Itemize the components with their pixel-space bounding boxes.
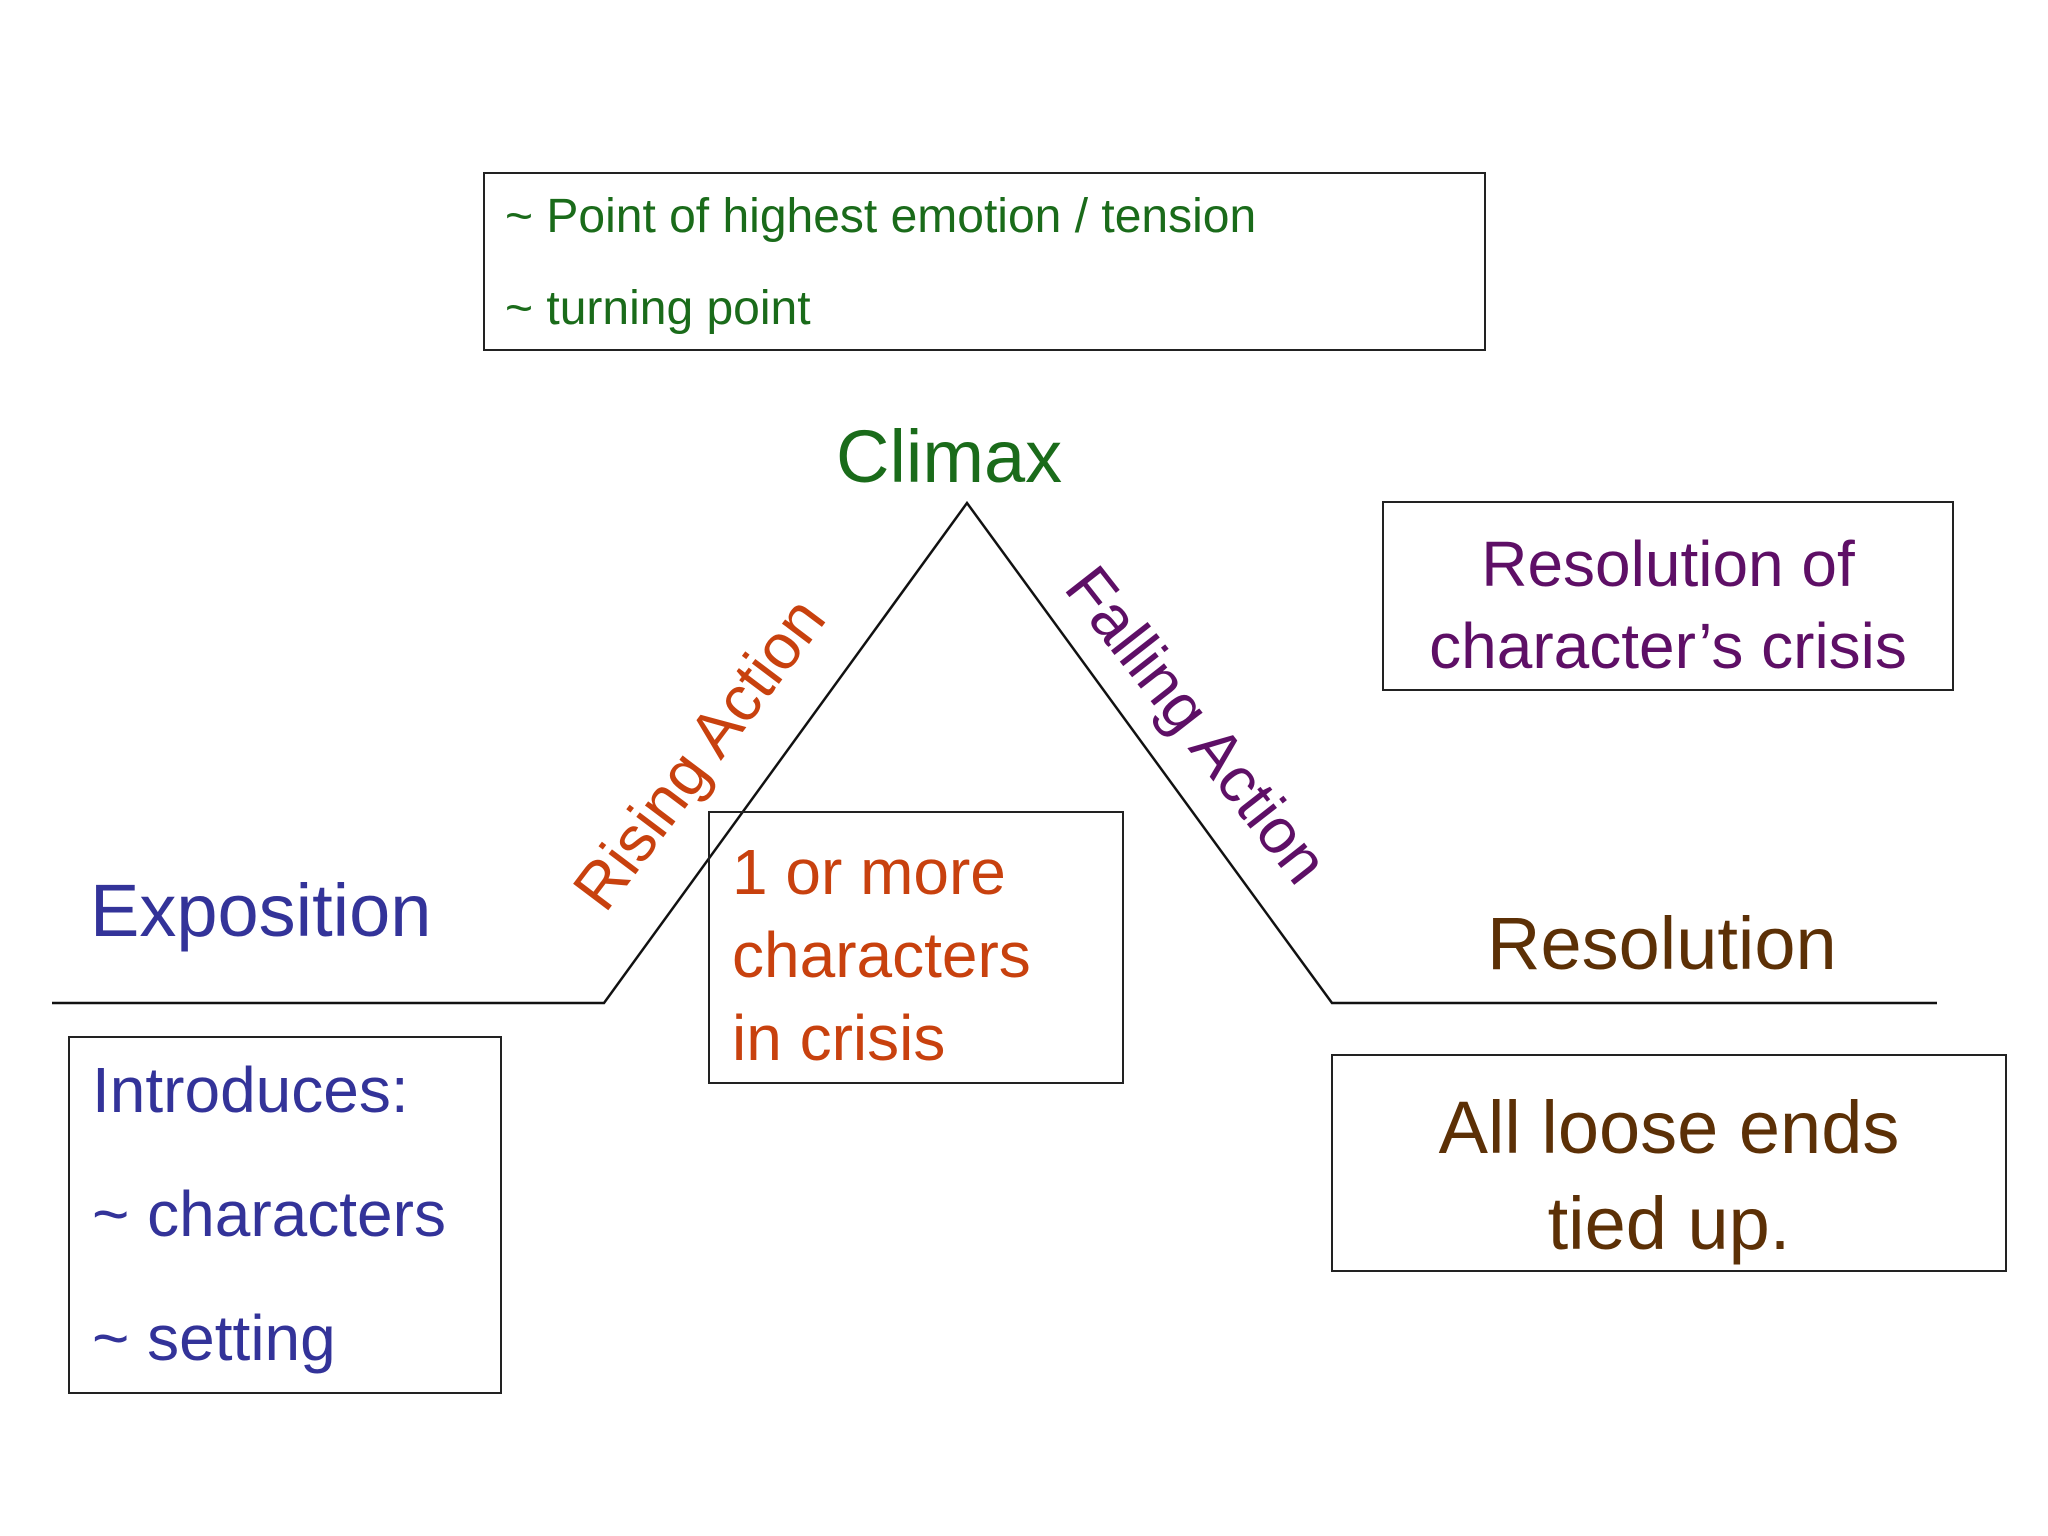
- loose-ends-line-2: tied up.: [1547, 1182, 1791, 1265]
- introduces-box: Introduces: ~ characters ~ setting: [68, 1036, 502, 1394]
- loose-ends-line-1: All loose ends: [1438, 1086, 1900, 1169]
- crisis-box-line-3: in crisis: [732, 1002, 946, 1074]
- loose-ends-box: All loose ends tied up.: [1331, 1054, 2007, 1272]
- crisis-resolution-line-1: Resolution of: [1481, 528, 1855, 600]
- characters-in-crisis-box: 1 or more characters in crisis: [708, 811, 1124, 1084]
- climax-note-line-1: ~ Point of highest emotion / tension: [505, 190, 1257, 243]
- crisis-box-line-2: characters: [732, 919, 1031, 991]
- introduces-line-1: Introduces:: [92, 1054, 409, 1126]
- resolution-label: Resolution: [1487, 902, 1837, 985]
- climax-label: Climax: [836, 415, 1063, 498]
- crisis-resolution-box: Resolution of character’s crisis: [1382, 501, 1954, 691]
- crisis-resolution-line-2: character’s crisis: [1429, 610, 1907, 682]
- crisis-box-line-1: 1 or more: [732, 836, 1006, 908]
- introduces-line-2: ~ characters: [92, 1178, 446, 1250]
- introduces-line-3: ~ setting: [92, 1302, 336, 1374]
- plot-arc-polyline: [52, 500, 1937, 1005]
- climax-note-line-2: ~ turning point: [505, 282, 811, 335]
- climax-note-box: ~ Point of highest emotion / tension ~ t…: [483, 172, 1486, 351]
- exposition-label: Exposition: [90, 869, 432, 952]
